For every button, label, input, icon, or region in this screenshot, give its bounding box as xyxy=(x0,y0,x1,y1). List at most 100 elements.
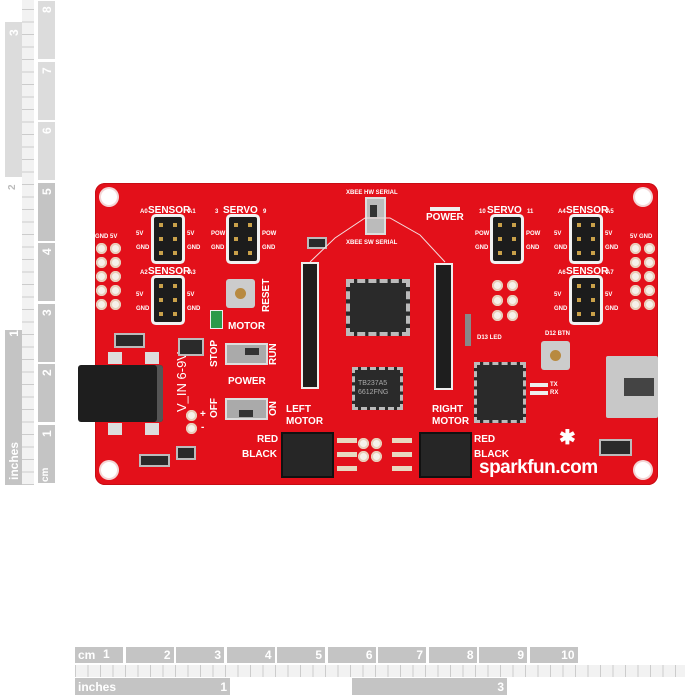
driver-chip-label: TB237A5 6612FNG xyxy=(358,380,389,396)
mini-usb-port[interactable] xyxy=(606,356,658,418)
power-led xyxy=(430,207,460,211)
pin-label-gnd: GND xyxy=(136,245,150,251)
sensor-a0a1-title: SENSOR xyxy=(148,205,191,216)
right-red-label: RED xyxy=(474,434,496,445)
pin-label-right: 9 xyxy=(263,209,267,215)
ruler-cm-8: 8 xyxy=(38,1,55,59)
pin-label-gnd: GND xyxy=(475,245,489,251)
sensor-a4a5-header[interactable] xyxy=(572,217,600,261)
5v-gnd-label: 5V GND xyxy=(630,234,653,240)
right-pin-header xyxy=(630,243,655,310)
pin-label-gnd: GND xyxy=(136,306,150,312)
sensor-a6a7-header[interactable] xyxy=(572,278,600,322)
power-led-label: POWER xyxy=(426,212,464,223)
sensor-a2a3-header[interactable] xyxy=(154,278,182,322)
xbee-serial-switch[interactable] xyxy=(365,197,386,235)
servo-10-11-title: SERVO xyxy=(487,205,522,216)
pin-label-gnd: GND xyxy=(211,245,225,251)
pin-label-v5: 5V xyxy=(136,292,144,298)
left-motor-connector[interactable] xyxy=(281,432,334,478)
usb-serial-chip xyxy=(474,362,526,423)
pin-label-v5: 5V xyxy=(136,231,144,237)
ruler-cm-5: 5 xyxy=(38,182,55,241)
motor-switch-label: MOTOR xyxy=(228,321,266,332)
pin-label-left: A0 xyxy=(140,209,148,215)
servo-3-9-header[interactable] xyxy=(229,217,257,261)
xbee-hw-label: XBEE HW SERIAL xyxy=(346,190,398,196)
pin-label-gnd: GND xyxy=(262,245,276,251)
ruler-cm-1: 1 xyxy=(38,424,55,483)
servo-10-11-header[interactable] xyxy=(493,217,521,261)
pin-label-gnd: GND xyxy=(554,306,568,312)
pin-label-right: 11 xyxy=(527,209,534,215)
transistor xyxy=(307,237,327,249)
motor-switch[interactable] xyxy=(225,343,268,365)
mount-hole xyxy=(635,462,651,478)
microcontroller xyxy=(346,279,410,336)
power-switch[interactable] xyxy=(225,398,268,420)
d12-button[interactable] xyxy=(541,341,570,370)
pin-label-pow: POW xyxy=(475,231,490,237)
ruler-inch-3: 3 xyxy=(5,22,22,177)
tx-led xyxy=(530,383,548,387)
pin-label-gnd: GND xyxy=(187,306,201,312)
motor-trace-pad xyxy=(337,466,357,471)
ruler-cm-7: 7 xyxy=(378,647,426,663)
sensor-a0a1-header[interactable] xyxy=(154,217,182,261)
regulator xyxy=(178,338,204,356)
pin-label-v5: 5V xyxy=(187,231,195,237)
plus-label: + xyxy=(200,409,206,420)
battery-pads xyxy=(186,410,197,434)
gnd-5v-label: GND 5V xyxy=(95,234,118,240)
sparkfun-logo: sparkfun.com xyxy=(479,457,598,478)
d13-led xyxy=(465,314,471,346)
ruler-cm-2: 2 xyxy=(38,364,55,422)
isp-pads xyxy=(492,280,518,321)
pin-label-right: A1 xyxy=(188,209,196,215)
motor-driver-chip: TB237A5 6612FNG xyxy=(352,367,403,410)
jack-pad xyxy=(108,423,122,435)
motor-trace-pad xyxy=(337,438,357,443)
pin-label-right: A5 xyxy=(606,209,614,215)
pin-label-left: 3 xyxy=(215,209,219,215)
jack-pad xyxy=(145,352,159,364)
xbee-header-left xyxy=(303,264,317,387)
jack-pad xyxy=(145,423,159,435)
mount-hole xyxy=(101,189,117,205)
pin-label-left: A6 xyxy=(558,270,566,276)
diode xyxy=(139,454,170,467)
ruler-inch-3: 3 xyxy=(352,678,507,695)
d12-label: D12 BTN xyxy=(545,331,571,337)
pin-label-v5: 5V xyxy=(554,292,562,298)
sensor-a2a3-title: SENSOR xyxy=(148,266,191,277)
tx-label: TX xyxy=(550,382,558,388)
pin-label-left: A4 xyxy=(558,209,566,215)
mount-hole xyxy=(635,189,651,205)
ruler-cm-9: 9 xyxy=(479,647,527,663)
barrel-jack[interactable] xyxy=(78,365,163,422)
right-motor-connector[interactable] xyxy=(419,432,472,478)
ruler-cm-2: 2 xyxy=(125,647,174,663)
motor-trace-pad xyxy=(392,466,412,471)
reset-button[interactable] xyxy=(226,279,255,308)
pin-label-v5: 5V xyxy=(554,231,562,237)
pin-label-gnd: GND xyxy=(554,245,568,251)
ruler-cm-4: 4 xyxy=(38,243,55,301)
xbee-sw-label: XBEE SW SERIAL xyxy=(346,240,398,246)
pin-label-pow: POW xyxy=(526,231,541,237)
pin-label-gnd: GND xyxy=(187,245,201,251)
ruler-cm-3: 3 xyxy=(38,303,55,362)
motor-trace-pad xyxy=(392,452,412,457)
diode xyxy=(114,333,145,348)
pin-label-v5: 5V xyxy=(187,292,195,298)
left-motor-label: LEFT MOTOR xyxy=(286,404,324,427)
ruler-cm-label: cm xyxy=(75,647,123,663)
pin-label-v5: 5V xyxy=(605,292,613,298)
ruler-cm-4: 4 xyxy=(226,647,275,663)
motor-center-pads xyxy=(358,438,382,462)
servo-3-9-title: SERVO xyxy=(223,205,258,216)
xbee-header-right xyxy=(436,265,451,388)
